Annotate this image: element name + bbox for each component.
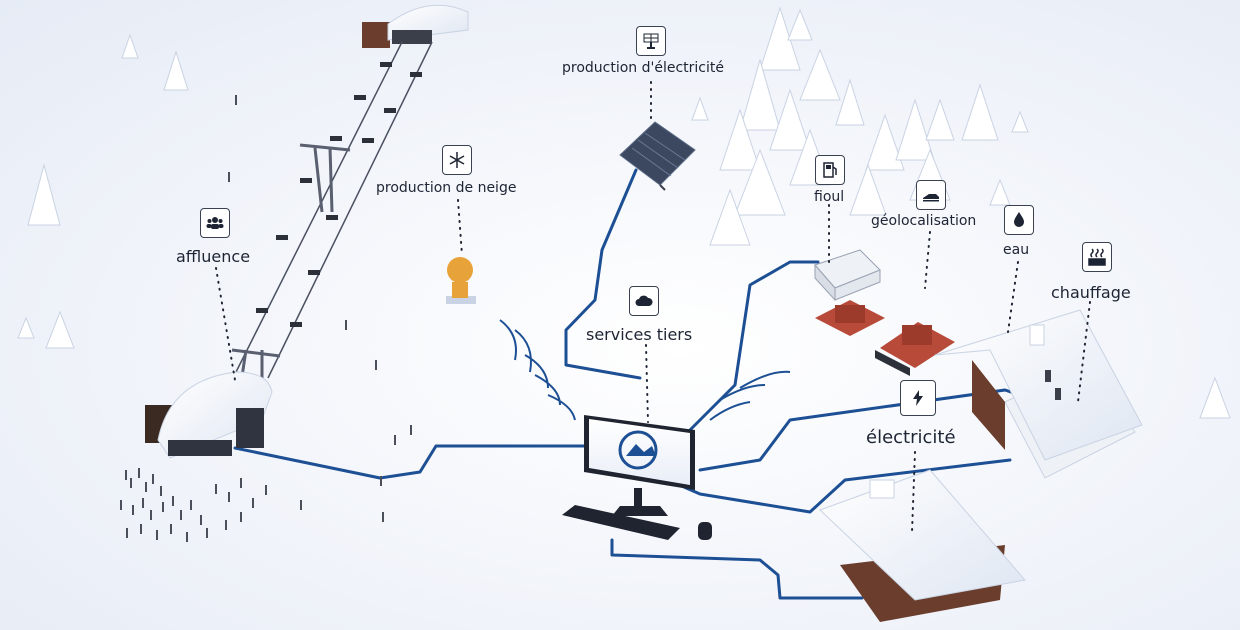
snow-cannon [446,257,476,304]
computer [562,415,712,540]
chairlift-top-station [362,4,469,48]
crowd [120,95,412,542]
label-chauffage: chauffage [1051,283,1131,302]
lightning-icon [900,380,936,416]
label-eau: eau [1003,242,1030,258]
water-drop-icon [1004,205,1034,235]
fuel-tanks [814,249,881,302]
label-fioul: fioul [814,189,845,205]
wireless-signal [499,319,791,421]
fuel-pump-icon [815,155,845,185]
label-production-neige: production de neige [376,180,517,196]
label-services-tiers: services tiers [586,325,693,344]
chairlift-bottom-station [145,371,273,459]
label-production-electricite: production d'électricité [562,60,724,76]
chairs [256,62,422,327]
snow-groomers [815,300,955,376]
solar-panel-icon [636,26,666,56]
heater-icon [1082,242,1112,272]
dotted-connectors [215,81,1091,533]
people-group-icon [200,208,230,238]
snowflake-icon [442,145,472,175]
label-affluence: affluence [176,247,251,266]
label-electricite: électricité [866,427,956,448]
chalet-bottom [819,469,1026,622]
solar-panel [619,121,696,191]
snowmobile-icon [916,180,946,210]
label-geolocalisation: géolocalisation [871,213,977,229]
cloud-icon [629,286,659,316]
chalet-right [934,309,1143,479]
